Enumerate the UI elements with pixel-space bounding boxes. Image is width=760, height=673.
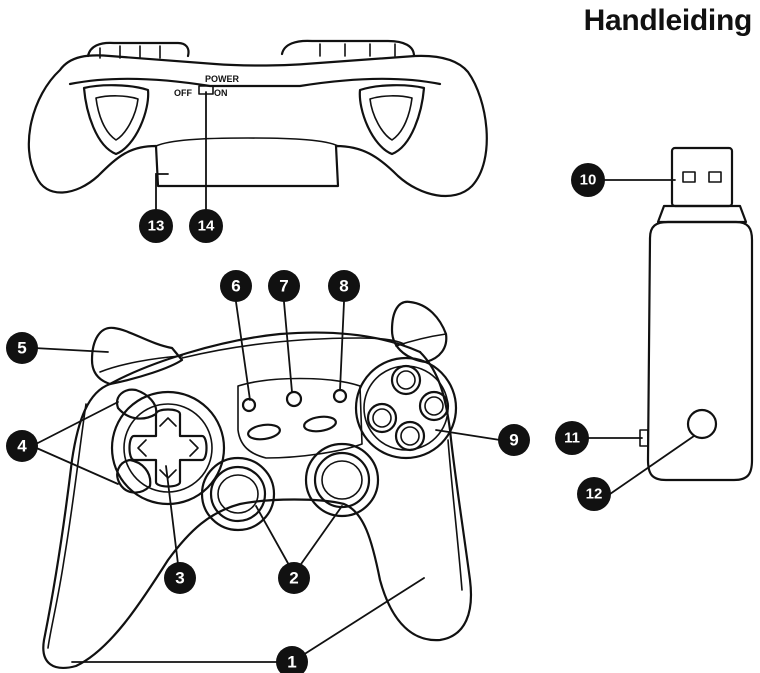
power-switch-title: POWER	[205, 74, 240, 84]
callout-badge-2: 2	[278, 562, 310, 594]
dpad-housing	[110, 390, 226, 506]
left-analog-stick	[200, 456, 276, 532]
svg-text:3: 3	[175, 569, 184, 588]
svg-text:12: 12	[586, 486, 603, 503]
callout-badge-1: 1	[276, 646, 308, 673]
callout-badge-10: 10	[571, 163, 605, 197]
svg-text:13: 13	[148, 218, 165, 235]
home-button	[285, 390, 303, 408]
callout-badge-9: 9	[498, 424, 530, 456]
callout-badge-11: 11	[555, 421, 589, 455]
callout-badge-13: 13	[139, 209, 173, 243]
callout-badge-3: 3	[164, 562, 196, 594]
svg-text:14: 14	[198, 218, 215, 235]
svg-text:1: 1	[287, 653, 296, 672]
callout-badge-7: 7	[268, 270, 300, 302]
svg-text:4: 4	[17, 437, 27, 456]
leader-lines	[31, 91, 695, 663]
controller-top-view: POWER OFF ON	[27, 39, 488, 198]
callout-badge-4: 4	[6, 430, 38, 462]
svg-text:11: 11	[564, 430, 580, 447]
power-switch-off-label: OFF	[174, 88, 192, 98]
callout-badge-12: 12	[577, 477, 611, 511]
face-buttons-housing	[354, 356, 458, 460]
svg-text:7: 7	[279, 277, 288, 296]
callout-badge-8: 8	[328, 270, 360, 302]
svg-text:8: 8	[339, 277, 348, 296]
power-switch-on-label: ON	[214, 88, 228, 98]
select-button	[241, 397, 257, 413]
svg-text:2: 2	[289, 569, 298, 588]
svg-text:10: 10	[580, 172, 597, 189]
usb-led-indicator	[686, 408, 718, 440]
start-button	[332, 388, 348, 404]
svg-text:9: 9	[509, 431, 518, 450]
callout-badge-14: 14	[189, 209, 223, 243]
usb-connector-plug	[670, 146, 734, 208]
callout-badge-6: 6	[220, 270, 252, 302]
controller-front-view	[42, 300, 473, 669]
usb-pin-right-icon	[708, 171, 722, 183]
svg-text:5: 5	[17, 339, 26, 358]
page-title: Handleiding	[583, 4, 753, 37]
svg-text:6: 6	[231, 277, 240, 296]
usb-receiver	[639, 146, 754, 482]
face-buttons	[366, 364, 450, 452]
usb-pin-left-icon	[682, 171, 696, 183]
callout-badge-5: 5	[6, 332, 38, 364]
dpad-icon	[128, 408, 208, 488]
